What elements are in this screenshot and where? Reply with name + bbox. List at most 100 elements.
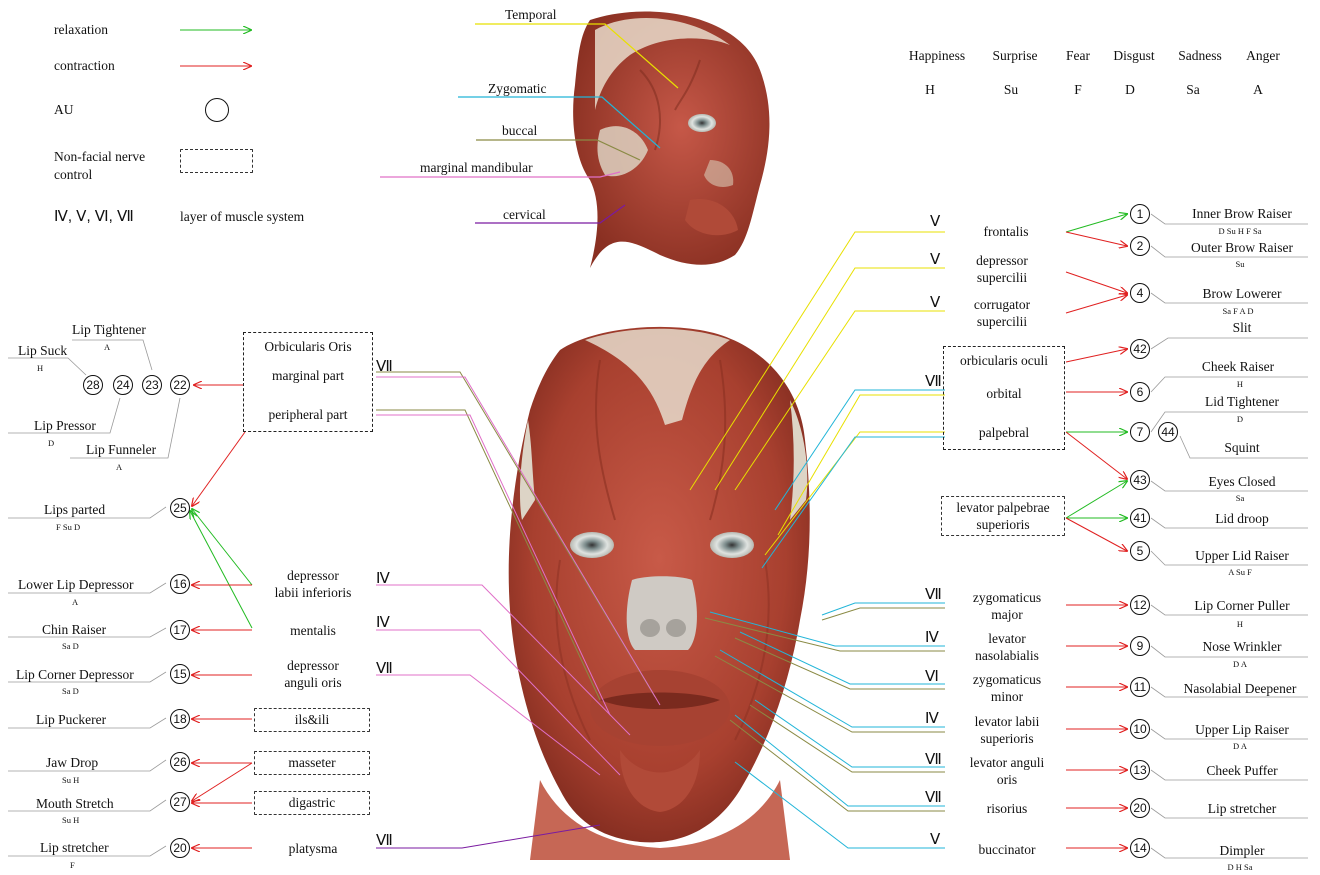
legend-layer-text: layer of muscle system (180, 209, 304, 225)
nerve-buccal: buccal (502, 123, 537, 139)
au-emotions: D (48, 438, 54, 448)
au-label: Lid Tightener (1205, 394, 1279, 410)
emotion-name: Disgust (1113, 48, 1154, 64)
layer-numeral: Ⅳ (376, 615, 390, 631)
layer-numeral: Ⅴ (930, 832, 940, 848)
orbicularis-oris-title: Orbicularis Oris (264, 339, 351, 355)
muscle-depressor-supercilii: depressor supercilii (976, 252, 1028, 286)
muscle-levator-labii: levator labii superioris (975, 713, 1040, 747)
orbicularis-oris-marginal: marginal part (272, 368, 344, 384)
emotion-abbr: Su (1004, 82, 1018, 98)
au-emotions: F (70, 860, 75, 870)
au-circle: 2 (1130, 236, 1150, 256)
au-label: Lid droop (1215, 511, 1269, 527)
au-circle: 1 (1130, 204, 1150, 224)
legend-non-facial-box (180, 149, 253, 173)
muscle-palpebral: palpebral (979, 424, 1029, 441)
layer-numeral: Ⅶ (925, 752, 942, 768)
au-label: Lip stretcher (1208, 801, 1277, 817)
layer-numeral: Ⅶ (925, 790, 942, 806)
emotion-name: Anger (1246, 48, 1280, 64)
au-label: Lip stretcher (40, 840, 109, 856)
au-label: Upper Lid Raiser (1195, 548, 1289, 564)
au-circle: 41 (1130, 508, 1150, 528)
au-label: Lip Puckerer (36, 712, 106, 728)
au-label: Nose Wrinkler (1202, 639, 1281, 655)
au-circle: 4 (1130, 283, 1150, 303)
au-emotions: A (116, 462, 122, 472)
emotion-name: Surprise (993, 48, 1038, 64)
muscle-levator-anguli: levator anguli oris (970, 754, 1045, 788)
legend-au: AU (54, 102, 74, 118)
au-circle: 5 (1130, 541, 1150, 561)
au-emotions: H (1237, 379, 1243, 389)
au-emotions: A Su F (1228, 567, 1252, 577)
au-circle: 25 (170, 498, 190, 518)
muscle-levator-nasolabialis: levator nasolabialis (975, 630, 1039, 664)
au-label: Lip Corner Depressor (16, 667, 134, 683)
au-label: Upper Lip Raiser (1195, 722, 1289, 738)
au-label: Inner Brow Raiser (1192, 206, 1292, 222)
au-circle: 24 (113, 375, 133, 395)
au-circle: 14 (1130, 838, 1150, 858)
nerve-temporal: Temporal (505, 7, 557, 23)
au-emotions: H (1237, 619, 1243, 629)
au-circle: 20 (1130, 798, 1150, 818)
au-label: Mouth Stretch (36, 796, 114, 812)
au-label: Slit (1233, 320, 1252, 336)
au-circle: 42 (1130, 339, 1150, 359)
au-emotions: D Su H F Sa (1219, 226, 1262, 236)
muscle-ils-ili: ils&ili (295, 712, 330, 728)
au-emotions: H (37, 363, 43, 373)
au-label: Lip Suck (18, 343, 67, 359)
au-circle: 43 (1130, 470, 1150, 490)
au-label: Lips parted (44, 502, 105, 518)
muscle-digastric: digastric (289, 795, 336, 811)
muscle-corrugator-supercilii: corrugator supercilii (974, 296, 1030, 330)
au-circle: 11 (1130, 677, 1150, 697)
au-label: Lower Lip Depressor (18, 577, 133, 593)
au-label: Outer Brow Raiser (1191, 240, 1293, 256)
au-emotions: Su H (62, 815, 79, 825)
au-circle: 44 (1158, 422, 1178, 442)
nerve-marginal-mandibular: marginal mandibular (420, 160, 533, 176)
au-circle: 16 (170, 574, 190, 594)
emotion-name: Sadness (1178, 48, 1222, 64)
au-circle: 18 (170, 709, 190, 729)
emotion-abbr: D (1125, 82, 1135, 98)
muscle-risorius: risorius (987, 800, 1028, 817)
muscle-orbital: orbital (986, 385, 1021, 402)
muscle-zygomaticus-major: zygomaticus major (973, 589, 1041, 623)
au-label: Cheek Raiser (1202, 359, 1274, 375)
orbicularis-oris-peripheral: peripheral part (268, 407, 347, 423)
au-emotions: A (104, 342, 110, 352)
layer-numeral: Ⅳ (925, 630, 939, 646)
au-emotions: A (72, 597, 78, 607)
legend-au-circle (205, 98, 229, 122)
muscle-depressor-anguli: depressor anguli oris (284, 657, 341, 691)
emotion-abbr: F (1074, 82, 1082, 98)
emotion-name: Fear (1066, 48, 1090, 64)
au-label: Lip Corner Puller (1194, 598, 1289, 614)
au-emotions: D A (1233, 659, 1247, 669)
layer-numeral: Ⅴ (930, 214, 940, 230)
legend-relaxation: relaxation (54, 22, 108, 38)
au-emotions: F Su D (56, 522, 80, 532)
au-label: Nasolabial Deepener (1184, 681, 1297, 697)
muscle-masseter: masseter (288, 755, 335, 771)
au-label: Dimpler (1220, 843, 1265, 859)
au-circle: 7 (1130, 422, 1150, 442)
emotion-abbr: A (1253, 82, 1263, 98)
au-circle: 28 (83, 375, 103, 395)
au-emotions: Su (1236, 259, 1245, 269)
au-circle: 12 (1130, 595, 1150, 615)
layer-numeral: Ⅶ (925, 587, 942, 603)
au-emotions: D A (1233, 741, 1247, 751)
layer-numeral: Ⅶ (925, 374, 942, 390)
muscle-frontalis: frontalis (984, 223, 1029, 240)
au-label: Lip Pressor (34, 418, 96, 434)
au-circle: 20 (170, 838, 190, 858)
au-circle: 22 (170, 375, 190, 395)
au-circle: 17 (170, 620, 190, 640)
